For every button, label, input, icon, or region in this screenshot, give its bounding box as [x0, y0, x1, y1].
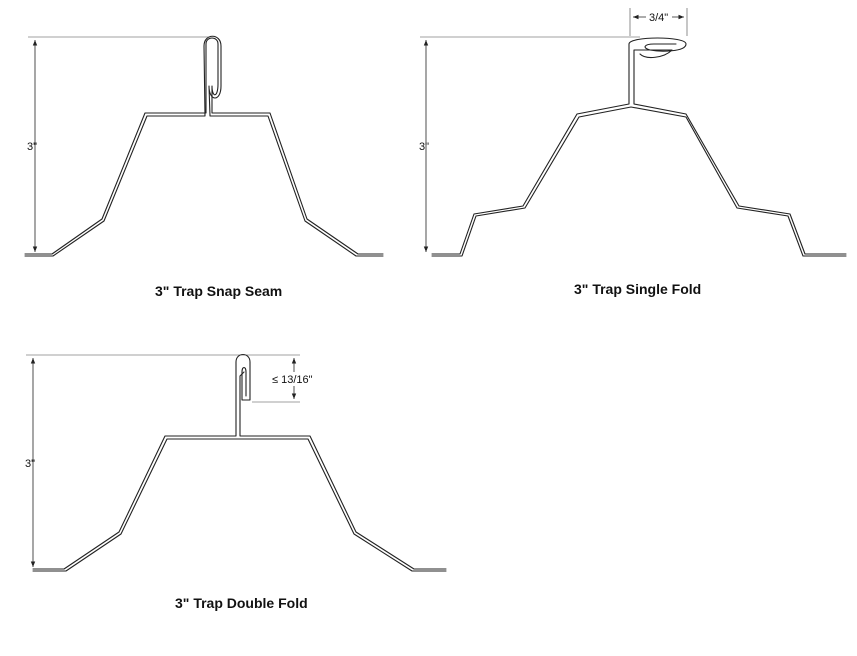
single-fold-profile	[431, 37, 847, 257]
single-fold-caption: 3" Trap Single Fold	[574, 281, 701, 297]
double-fold-profile	[32, 353, 447, 572]
double-fold-seam-height-label: ≤ 13/16"	[272, 374, 313, 386]
panel-snap-seam: 3" 3" Trap Snap Seam	[24, 35, 384, 299]
single-fold-seam-label-backdrop	[646, 10, 672, 24]
snap-seam-height-label: 3"	[27, 141, 37, 153]
single-fold-seam-width-label: 3/4"	[649, 12, 668, 24]
double-fold-caption: 3" Trap Double Fold	[175, 595, 308, 611]
snap-seam-profile	[24, 35, 384, 257]
double-fold-height-label: 3"	[25, 458, 35, 470]
single-fold-height-label: 3"	[419, 141, 429, 153]
snap-seam-caption: 3" Trap Snap Seam	[155, 283, 282, 299]
panel-single-fold: 3/4" 3" 3" Trap Single Fold	[419, 8, 847, 297]
panel-double-fold: 3" ≤ 13/16" 3" Trap Double Fold	[25, 353, 447, 611]
double-fold-seam-label-backdrop	[270, 372, 322, 386]
